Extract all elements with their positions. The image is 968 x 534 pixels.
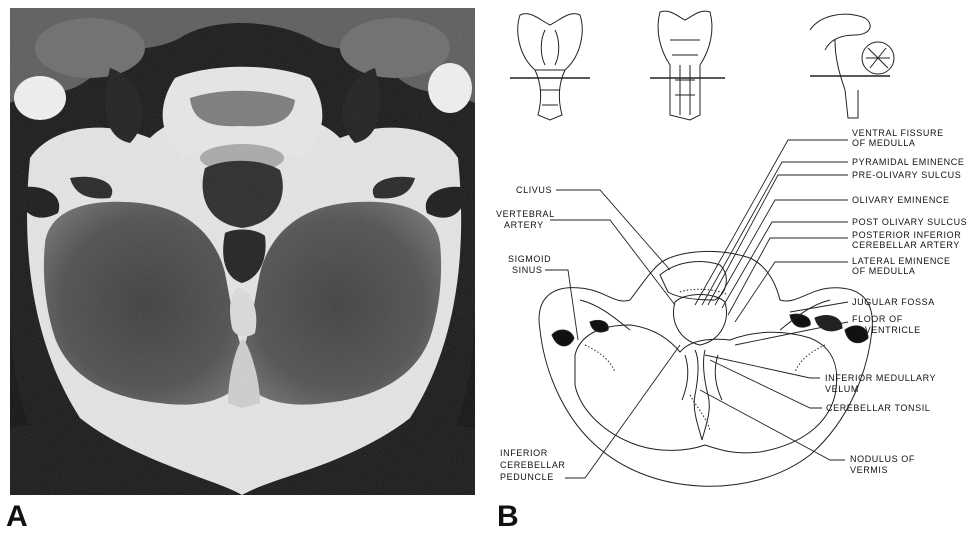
label-pyramidal-eminence: PYRAMIDAL EMINENCE bbox=[852, 157, 965, 167]
label-inferior-cerebellar-peduncle-2: CEREBELLAR bbox=[500, 460, 566, 470]
thumbnail-sagittal bbox=[810, 14, 894, 118]
label-inferior-medullary-velum-1: INFERIOR MEDULLARY bbox=[825, 373, 936, 383]
label-cerebellar-tonsil: CEREBELLAR TONSIL bbox=[826, 403, 930, 413]
thumbnail-brainstem-anterior bbox=[510, 14, 590, 120]
label-olivary-eminence: OLIVARY EMINENCE bbox=[852, 195, 950, 205]
label-pica-1: POSTERIOR INFERIOR bbox=[852, 230, 961, 240]
label-pre-olivary-sulcus: PRE-OLIVARY SULCUS bbox=[852, 170, 961, 180]
label-ventral-fissure-1: VENTRAL FISSURE bbox=[852, 128, 944, 138]
label-inferior-cerebellar-peduncle-1: INFERIOR bbox=[500, 448, 548, 458]
label-vertebral-artery-2: ARTERY bbox=[504, 220, 544, 230]
label-ventral-fissure-2: OF MEDULLA bbox=[852, 138, 916, 148]
label-nodulus-of-vermis-2: VERMIS bbox=[850, 465, 888, 475]
label-sigmoid-sinus-2: SINUS bbox=[512, 265, 543, 275]
label-lateral-eminence-2: OF MEDULLA bbox=[852, 266, 916, 276]
label-inferior-medullary-velum-2: VELUM bbox=[825, 384, 859, 394]
ct-scan-image bbox=[10, 8, 475, 495]
thumbnail-brainstem-posterior bbox=[650, 11, 725, 120]
label-floor-iv-ventricle-2: IV VENTRICLE bbox=[852, 325, 921, 335]
label-nodulus-of-vermis-1: NODULUS OF bbox=[850, 454, 915, 464]
panel-label-a: A bbox=[6, 500, 28, 534]
label-post-olivary-sulcus: POST OLIVARY SULCUS bbox=[852, 217, 967, 227]
label-lateral-eminence-1: LATERAL EMINENCE bbox=[852, 256, 951, 266]
label-pica-2: CEREBELLAR ARTERY bbox=[852, 240, 960, 250]
label-floor-iv-ventricle-1: FLOOR OF bbox=[852, 314, 903, 324]
label-sigmoid-sinus-1: SIGMOID bbox=[508, 254, 551, 264]
anatomy-diagram: CLIVUS VERTEBRAL ARTERY SIGMOID SINUS IN… bbox=[490, 0, 968, 534]
label-jugular-fossa: JUGULAR FOSSA bbox=[852, 297, 935, 307]
label-inferior-cerebellar-peduncle-3: PEDUNCLE bbox=[500, 472, 554, 482]
label-vertebral-artery-1: VERTEBRAL bbox=[496, 209, 555, 219]
label-clivus: CLIVUS bbox=[516, 185, 552, 195]
